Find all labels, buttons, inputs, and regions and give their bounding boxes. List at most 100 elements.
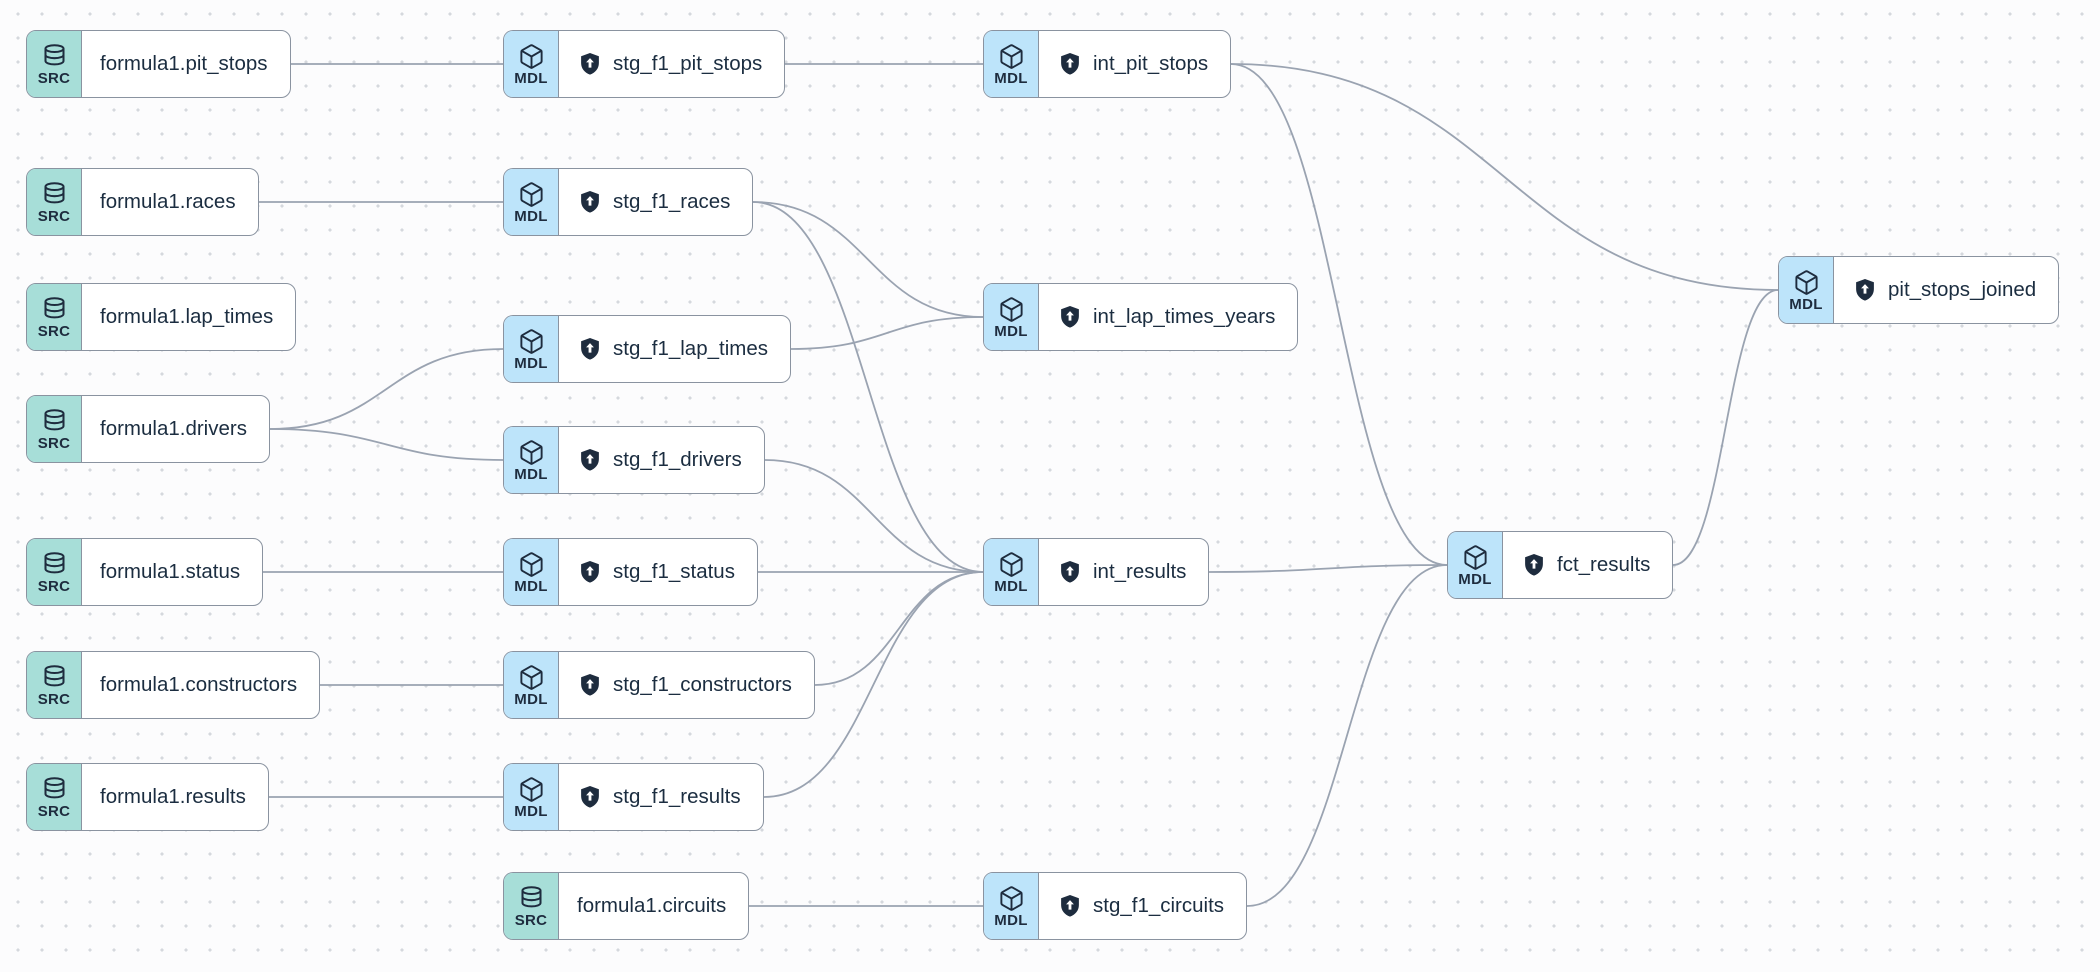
node-pit_stops_joined[interactable]: MDL pit_stops_joined xyxy=(1778,256,2060,324)
package-icon xyxy=(1794,269,1818,295)
node-label: formula1.results xyxy=(82,764,268,830)
node-label: stg_f1_lap_times xyxy=(559,316,790,382)
badge-label: MDL xyxy=(514,465,548,483)
node-label-text: formula1.results xyxy=(100,785,246,808)
node-label-text: pit_stops_joined xyxy=(1888,278,2037,301)
source-badge: SRC xyxy=(27,652,82,718)
node-stg_f1_races[interactable]: MDL stg_f1_races xyxy=(503,168,754,236)
node-label: formula1.drivers xyxy=(82,396,269,462)
source-badge: SRC xyxy=(27,31,82,97)
model-badge: MDL xyxy=(504,169,559,235)
node-stg_f1_status[interactable]: MDL stg_f1_status xyxy=(503,538,758,606)
node-label: formula1.races xyxy=(82,169,258,235)
badge-label: MDL xyxy=(994,69,1028,87)
node-stg_f1_drivers[interactable]: MDL stg_f1_drivers xyxy=(503,426,765,494)
node-label-text: stg_f1_results xyxy=(613,785,741,808)
node-label-text: stg_f1_races xyxy=(613,190,731,213)
node-label: int_lap_times_years xyxy=(1039,284,1297,350)
node-label: formula1.lap_times xyxy=(82,284,295,350)
badge-label: SRC xyxy=(37,690,71,708)
package-icon xyxy=(999,551,1023,577)
badge-label: MDL xyxy=(1458,570,1492,588)
database-icon xyxy=(43,43,65,65)
node-src_results[interactable]: SRC formula1.results xyxy=(26,763,269,831)
badge-label: SRC xyxy=(514,911,548,929)
badge-label: MDL xyxy=(514,802,548,820)
model-badge: MDL xyxy=(984,31,1039,97)
package-icon xyxy=(1463,544,1487,570)
package-icon xyxy=(999,296,1023,322)
package-icon xyxy=(519,664,543,690)
source-badge: SRC xyxy=(27,764,82,830)
node-label-text: formula1.drivers xyxy=(100,417,247,440)
badge-label: MDL xyxy=(514,690,548,708)
package-icon xyxy=(519,439,543,465)
node-label-text: formula1.circuits xyxy=(577,894,727,917)
source-badge: SRC xyxy=(27,284,82,350)
database-icon xyxy=(43,664,65,686)
badge-label: SRC xyxy=(37,207,71,225)
badge-label: MDL xyxy=(514,577,548,595)
node-stg_f1_constructors[interactable]: MDL stg_f1_constructors xyxy=(503,651,815,719)
node-stg_f1_results[interactable]: MDL stg_f1_results xyxy=(503,763,764,831)
database-icon xyxy=(43,408,65,430)
database-icon xyxy=(43,551,65,573)
node-label: stg_f1_constructors xyxy=(559,652,814,718)
node-src_circuits[interactable]: SRC formula1.circuits xyxy=(503,872,750,940)
node-int_results[interactable]: MDL int_results xyxy=(983,538,1210,606)
edge-stg_f1_races-to-int_results xyxy=(752,201,984,573)
shield-arrow-icon xyxy=(1061,52,1079,75)
node-label-text: fct_results xyxy=(1557,553,1651,576)
badge-label: SRC xyxy=(37,434,71,452)
node-label: stg_f1_status xyxy=(559,539,757,605)
model-badge: MDL xyxy=(504,652,559,718)
node-label: stg_f1_races xyxy=(559,169,752,235)
node-stg_f1_lap_times[interactable]: MDL stg_f1_lap_times xyxy=(503,315,791,383)
node-fct_results[interactable]: MDL fct_results xyxy=(1447,531,1674,599)
node-label: formula1.status xyxy=(82,539,262,605)
model-badge: MDL xyxy=(504,316,559,382)
badge-label: MDL xyxy=(994,322,1028,340)
node-label-text: stg_f1_drivers xyxy=(613,448,742,471)
shield-arrow-icon xyxy=(1061,305,1079,328)
node-src_pit_stops[interactable]: SRC formula1.pit_stops xyxy=(26,30,291,98)
node-label-text: int_results xyxy=(1093,560,1187,583)
node-int_lap_times_years[interactable]: MDL int_lap_times_years xyxy=(983,283,1299,351)
node-label: formula1.pit_stops xyxy=(82,31,290,97)
edge-stg_f1_races-to-int_lap_times_years xyxy=(752,201,984,318)
node-label-text: stg_f1_lap_times xyxy=(613,337,768,360)
shield-arrow-icon xyxy=(1856,278,1874,301)
shield-arrow-icon xyxy=(581,337,599,360)
node-src_constructors[interactable]: SRC formula1.constructors xyxy=(26,651,321,719)
node-src_drivers[interactable]: SRC formula1.drivers xyxy=(26,395,270,463)
node-label: stg_f1_drivers xyxy=(559,427,764,493)
node-label: stg_f1_results xyxy=(559,764,763,830)
package-icon xyxy=(519,776,543,802)
model-badge: MDL xyxy=(1779,257,1834,323)
model-badge: MDL xyxy=(1448,532,1503,598)
badge-label: MDL xyxy=(514,207,548,225)
source-badge: SRC xyxy=(504,873,559,939)
model-badge: MDL xyxy=(984,284,1039,350)
badge-label: SRC xyxy=(37,802,71,820)
node-label-text: formula1.constructors xyxy=(100,673,298,696)
edge-fct_results-to-pit_stops_joined xyxy=(1672,289,1779,566)
package-icon xyxy=(519,551,543,577)
edge-int_results-to-fct_results xyxy=(1208,564,1448,573)
badge-label: SRC xyxy=(37,69,71,87)
package-icon xyxy=(999,43,1023,69)
node-src_races[interactable]: SRC formula1.races xyxy=(26,168,259,236)
source-badge: SRC xyxy=(27,169,82,235)
database-icon xyxy=(43,181,65,203)
node-label: formula1.circuits xyxy=(559,873,748,939)
badge-label: MDL xyxy=(1789,295,1823,313)
badge-label: MDL xyxy=(514,69,548,87)
model-badge: MDL xyxy=(984,539,1039,605)
